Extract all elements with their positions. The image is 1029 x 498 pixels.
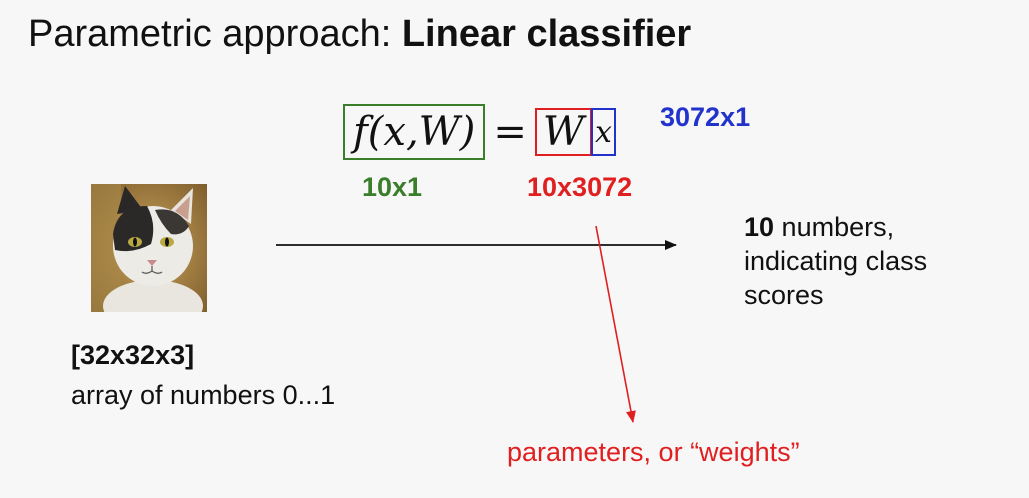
title-prefix: Parametric approach: (28, 13, 402, 55)
input-shape: [32x32x3] (71, 340, 195, 370)
weights-box: W (534, 108, 593, 156)
cat-image (91, 184, 207, 312)
equals-sign: = (493, 109, 527, 155)
input-dimension-label: 3072x1 (660, 102, 751, 132)
weights-symbol: W (542, 109, 585, 155)
input-description: array of numbers 0...1 (71, 380, 336, 410)
weights-label: parameters, or “weights” (507, 437, 800, 467)
output-line-1: 10 numbers, (744, 211, 927, 245)
output-line-2: indicating class (744, 245, 928, 276)
slide-title: Parametric approach: Linear classifier (28, 13, 692, 56)
function-box: f(x,W) (343, 104, 486, 160)
output-dimension-label: 10x1 (362, 172, 423, 202)
function-lhs: f(x,W) (353, 109, 476, 155)
input-symbol: x (595, 114, 612, 150)
input-box: x (591, 108, 616, 156)
weights-pointer-arrow (595, 225, 636, 423)
linear-classifier-formula: f(x,W) = W x (343, 102, 616, 162)
output-line-3: scores (744, 279, 824, 310)
title-emphasis: Linear classifier (401, 13, 692, 55)
weights-dimension-label: 10x3072 (527, 172, 633, 202)
output-count: 10 (744, 212, 775, 242)
output-line-1-rest: numbers, (774, 212, 895, 242)
output-description: 10 numbers, indicating class scores (744, 211, 927, 312)
